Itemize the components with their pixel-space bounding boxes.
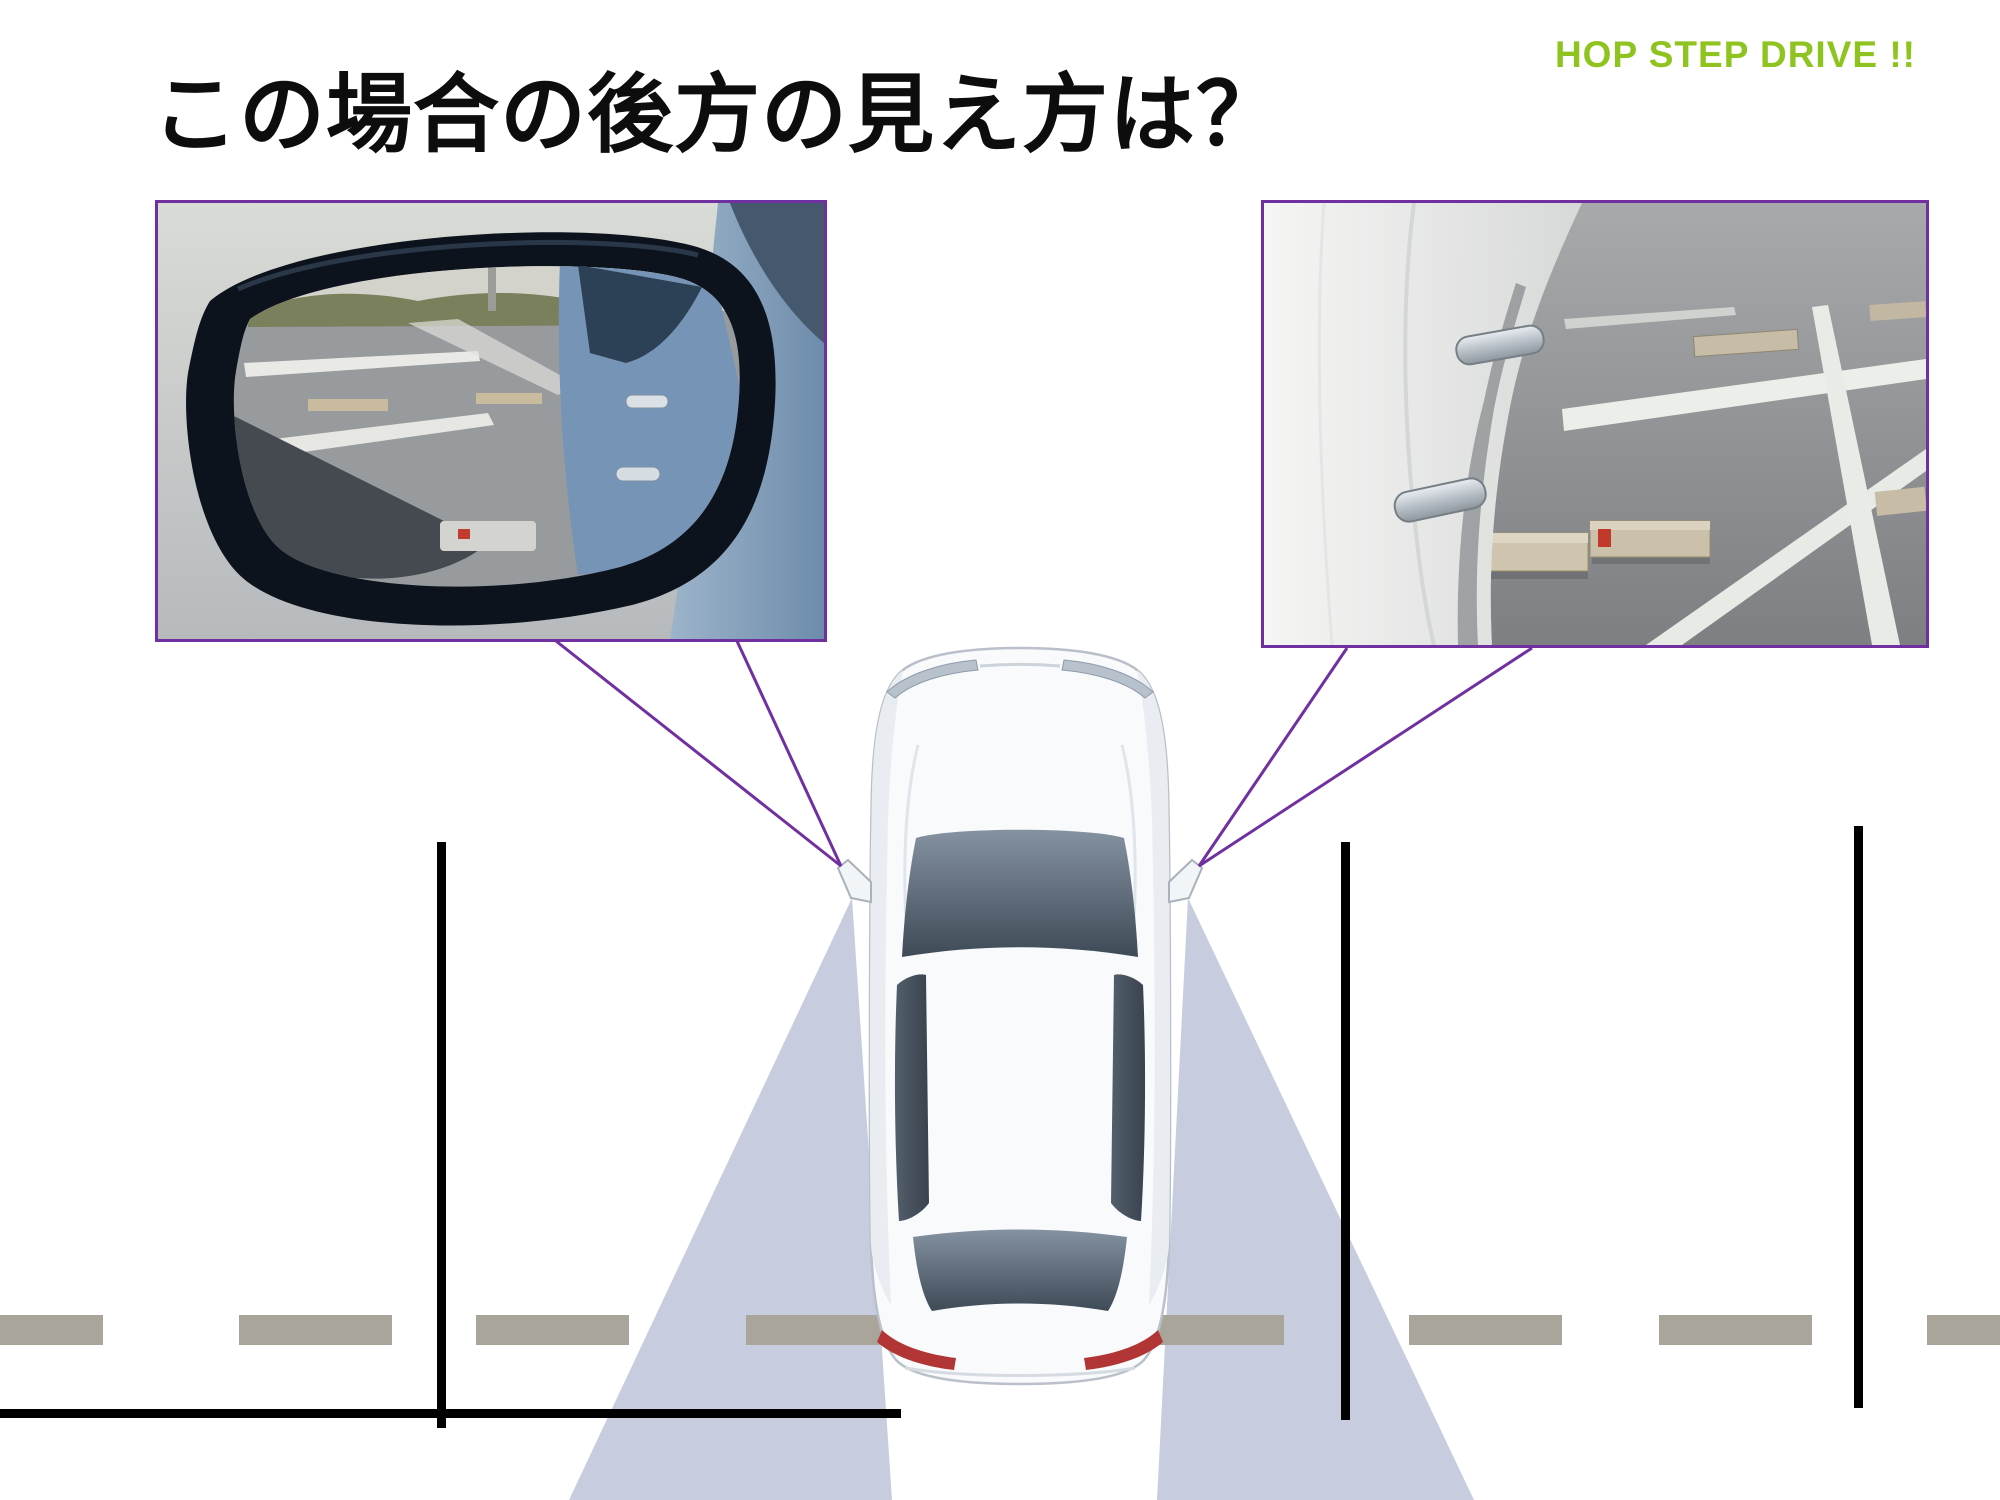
right-door-mirror xyxy=(1168,858,1204,904)
car-side-shade-left xyxy=(869,670,903,1305)
parking-line-white xyxy=(1812,305,1900,645)
reflected-door-handle xyxy=(615,466,661,482)
parking-edge-line xyxy=(0,1409,901,1418)
far-wheel-stop xyxy=(1869,301,1926,321)
near-wheel-stop xyxy=(1589,520,1711,564)
side-window-right xyxy=(1111,974,1146,1221)
reflected-curb xyxy=(308,399,388,411)
taillight-right xyxy=(1084,1330,1163,1370)
mirror-housing-highlight xyxy=(237,239,699,292)
headlight-left xyxy=(886,659,979,699)
reflected-pole xyxy=(488,266,496,311)
reflected-license-plate xyxy=(440,521,536,551)
reflected-door-handle xyxy=(625,394,669,409)
headlight-right xyxy=(1061,659,1154,699)
parking-line-white xyxy=(1564,307,1736,329)
door-mirror-view-photo xyxy=(158,203,824,639)
callout-lines xyxy=(555,639,1533,868)
left-door-mirror xyxy=(836,858,872,904)
slide-title: この場合の後方の見え方は？ xyxy=(152,67,1283,163)
wheel-stop-block xyxy=(1659,1315,1812,1345)
callout-line-right-b xyxy=(1198,646,1533,868)
wheel-stop-block xyxy=(0,1315,103,1345)
side-view-photo-panel xyxy=(1261,200,1929,648)
callout-line-left-a xyxy=(555,639,842,868)
car-side-shade-right xyxy=(1137,670,1171,1305)
callout-line-left-b xyxy=(735,640,843,867)
rear-trim-line xyxy=(904,1366,1136,1377)
front-trim-line xyxy=(979,663,1061,668)
wheel-stop-block xyxy=(476,1315,629,1345)
car-body-crease xyxy=(1317,203,1334,645)
reflected-parking-line xyxy=(258,413,494,457)
reflected-parking-line xyxy=(244,351,480,377)
parking-divider-line-left xyxy=(437,842,446,1428)
callout-line-right-a xyxy=(1197,647,1349,867)
side-window-left xyxy=(894,974,929,1221)
car-body-crease xyxy=(1403,203,1436,645)
car-side-parking-photo xyxy=(1264,203,1926,645)
taillight-left xyxy=(877,1330,956,1370)
car-edge-shadow xyxy=(1457,283,1526,645)
wheel-stop-block xyxy=(1409,1315,1562,1345)
brand-logo: HOP STEP DRIVE !! xyxy=(1554,34,1916,75)
left-mirror-view-cone xyxy=(569,898,892,1500)
parking-divider-line-right xyxy=(1854,826,1863,1408)
mirror-photo-panel xyxy=(155,200,827,642)
far-wheel-stop xyxy=(1874,486,1926,516)
reflected-curb xyxy=(476,393,542,404)
right-mirror-view-cone xyxy=(1157,898,1474,1500)
door-handle-lower xyxy=(1393,477,1487,523)
reflected-red-reflector xyxy=(458,529,470,539)
wheel-stop-block xyxy=(239,1315,392,1345)
reflected-parking-line xyxy=(408,319,578,395)
wheel-stop-block xyxy=(746,1315,899,1345)
red-reflector xyxy=(1598,529,1611,547)
far-wheel-stop xyxy=(1692,328,1800,358)
windshield xyxy=(902,829,1138,957)
parking-divider-line-middle xyxy=(1341,842,1350,1420)
wheel-stop-block xyxy=(1927,1315,2000,1345)
reflected-car-shadow xyxy=(233,413,488,579)
reflected-own-car-window xyxy=(578,266,702,363)
door-handle-upper xyxy=(1455,324,1545,366)
white-car-body xyxy=(1264,203,1582,645)
host-car-window-blur xyxy=(730,203,824,343)
rear-window xyxy=(913,1229,1127,1311)
car-top-view xyxy=(836,646,1204,1386)
